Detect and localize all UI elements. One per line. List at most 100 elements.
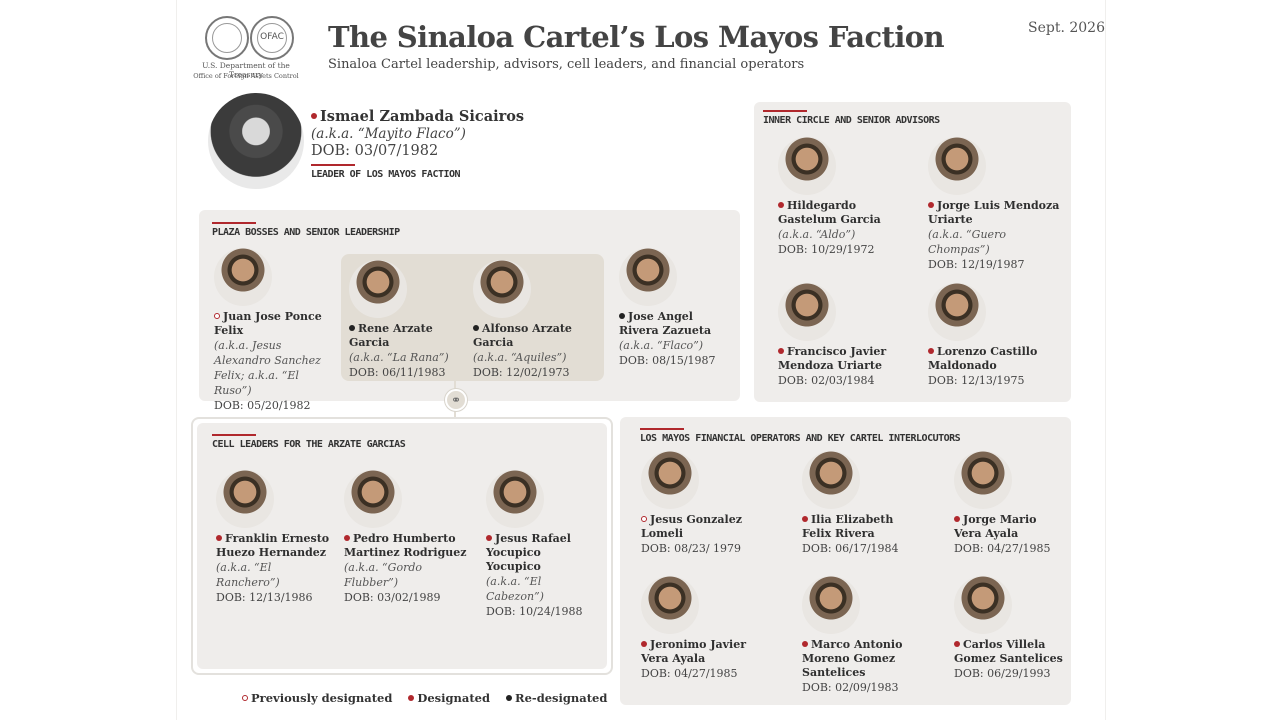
person-aka: (a.k.a. “La Rana”): [349, 351, 449, 364]
person-dob: DOB: 06/17/1984: [802, 542, 899, 555]
accent-bar: [212, 434, 256, 436]
person-dob: DOB: 12/19/1987: [928, 258, 1025, 271]
person-card: Jesus Gonzalez Lomeli DOB: 08/23/ 1979: [641, 451, 761, 556]
person-aka: (a.k.a. “El Cabezon”): [486, 575, 544, 603]
person-card: Alfonso Arzate Garcia (a.k.a. “Aquiles”)…: [473, 260, 601, 380]
person-photo: [778, 283, 836, 341]
designated-dot-icon: [641, 641, 647, 647]
person-card: Jorge Mario Vera Ayala DOB: 04/27/1985: [954, 451, 1064, 556]
leader-photo: [208, 93, 304, 189]
designated-dot-icon: [344, 535, 350, 541]
person-name: Rene Arzate Garcia: [349, 322, 433, 349]
legend-item-redesignated: Re-designated: [506, 691, 607, 705]
leader-aka: (a.k.a. “Mayito Flaco”): [311, 126, 466, 142]
person-dob: DOB: 02/09/1983: [802, 681, 899, 694]
cell-leaders-title: CELL LEADERS FOR THE ARZATE GARCIAS: [212, 439, 406, 450]
person-dob: DOB: 12/13/1986: [216, 591, 313, 604]
person-name: Jesus Rafael Yocupico Yocupico: [486, 532, 571, 573]
person-aka: (a.k.a. “El Ranchero”): [216, 561, 280, 589]
page-subtitle: Sinaloa Cartel leadership, advisors, cel…: [328, 57, 805, 72]
previously-designated-dot-icon: [641, 516, 647, 522]
accent-bar: [640, 428, 684, 430]
agency-name: U.S. Department of the Treasury: [202, 61, 290, 79]
designated-dot-icon: [954, 516, 960, 522]
person-dob: DOB: 12/13/1975: [928, 374, 1025, 387]
page-title: The Sinaloa Cartel’s Los Mayos Faction: [328, 20, 945, 54]
person-aka: (a.k.a. “Flaco”): [619, 339, 704, 352]
redesignated-dot-icon: [349, 325, 355, 331]
person-name: Hildegardo Gastelum Garcia: [778, 199, 881, 226]
person-name: Marco Antonio Moreno Gomez Santelices: [802, 638, 903, 679]
person-photo: [344, 470, 402, 528]
person-card: Carlos Villela Gomez Santelices DOB: 06/…: [954, 576, 1064, 681]
accent-bar: [763, 110, 807, 112]
person-photo: [641, 451, 699, 509]
leader-dob: DOB: 03/07/1982: [311, 143, 439, 159]
person-dob: DOB: 04/27/1985: [954, 542, 1051, 555]
person-photo: [486, 470, 544, 528]
person-card: Jose Angel Rivera Zazueta (a.k.a. “Flaco…: [619, 248, 729, 368]
person-dob: DOB: 05/20/1982: [214, 399, 311, 412]
redesignated-dot-icon: [473, 325, 479, 331]
person-dob: DOB: 06/11/1983: [349, 366, 446, 379]
treasury-seal-icon: [205, 16, 249, 60]
person-photo: [619, 248, 677, 306]
person-photo: [778, 137, 836, 195]
person-name: Jeronimo Javier Vera Ayala: [641, 638, 747, 665]
person-name: Jose Angel Rivera Zazueta: [619, 310, 712, 337]
person-aka: (a.k.a. “Gordo Flubber”): [344, 561, 423, 589]
designated-dot-icon: [486, 535, 492, 541]
person-photo: [928, 283, 986, 341]
designated-dot-icon: [928, 348, 934, 354]
person-photo: [928, 137, 986, 195]
person-name: Jorge Luis Mendoza Uriarte: [928, 199, 1060, 226]
person-card: Franklin Ernesto Huezo Hernandez (a.k.a.…: [216, 470, 336, 605]
person-dob: DOB: 12/02/1973: [473, 366, 570, 379]
person-card: Francisco Javier Mendoza Uriarte DOB: 02…: [778, 283, 918, 388]
designated-dot-icon: [954, 641, 960, 647]
person-name: Francisco Javier Mendoza Uriarte: [778, 345, 887, 372]
redesignated-dot-icon: [619, 313, 625, 319]
financial-operators-title: LOS MAYOS FINANCIAL OPERATORS AND KEY CA…: [640, 433, 961, 444]
plaza-bosses-title: PLAZA BOSSES AND SENIOR LEADERSHIP: [212, 227, 400, 238]
person-card: Rene Arzate Garcia (a.k.a. “La Rana”) DO…: [349, 260, 474, 380]
person-photo: [802, 576, 860, 634]
chain-link-icon: ⚭: [445, 389, 467, 411]
ofac-seal-icon: OFAC: [250, 16, 294, 60]
person-photo: [954, 451, 1012, 509]
accent-bar: [212, 222, 256, 224]
person-photo: [214, 248, 272, 306]
designated-dot-icon: [928, 202, 934, 208]
person-photo: [802, 451, 860, 509]
person-name: Jesus Gonzalez Lomeli: [641, 513, 742, 540]
previously-designated-dot-icon: [242, 695, 248, 701]
legend: Previously designated Designated Re-desi…: [242, 691, 619, 705]
person-photo: [216, 470, 274, 528]
designated-dot-icon: [802, 641, 808, 647]
designated-dot-icon: [778, 348, 784, 354]
person-dob: DOB: 10/29/1972: [778, 243, 875, 256]
person-card: Ilia Elizabeth Felix Rivera DOB: 06/17/1…: [802, 451, 922, 556]
person-card: Jesus Rafael Yocupico Yocupico (a.k.a. “…: [486, 470, 598, 619]
person-dob: DOB: 08/15/1987: [619, 354, 716, 367]
person-name: Jorge Mario Vera Ayala: [954, 513, 1037, 540]
legend-item-previously: Previously designated: [242, 691, 392, 705]
person-card: Hildegardo Gastelum Garcia (a.k.a. “Aldo…: [778, 137, 918, 257]
designated-dot-icon: [408, 695, 415, 701]
designated-dot-icon: [802, 516, 808, 522]
person-photo: [349, 260, 407, 318]
person-photo: [954, 576, 1012, 634]
person-photo: [641, 576, 699, 634]
person-dob: DOB: 06/29/1993: [954, 667, 1051, 680]
person-card: Jorge Luis Mendoza Uriarte (a.k.a. “Guer…: [928, 137, 1063, 272]
person-name: Carlos Villela Gomez Santelices: [954, 638, 1063, 665]
person-card: Juan Jose Ponce Felix (a.k.a. Jesus Alex…: [214, 248, 336, 413]
person-dob: DOB: 10/24/1988: [486, 605, 583, 618]
cell-leaders-panel: [197, 423, 607, 669]
person-name: Pedro Humberto Martinez Rodriguez: [344, 532, 467, 559]
ofac-seal-text: OFAC: [260, 32, 284, 42]
person-card: Marco Antonio Moreno Gomez Santelices DO…: [802, 576, 912, 695]
person-aka: (a.k.a. “Aquiles”): [473, 351, 567, 364]
person-card: Pedro Humberto Martinez Rodriguez (a.k.a…: [344, 470, 469, 605]
legend-item-designated: Designated: [408, 691, 490, 705]
